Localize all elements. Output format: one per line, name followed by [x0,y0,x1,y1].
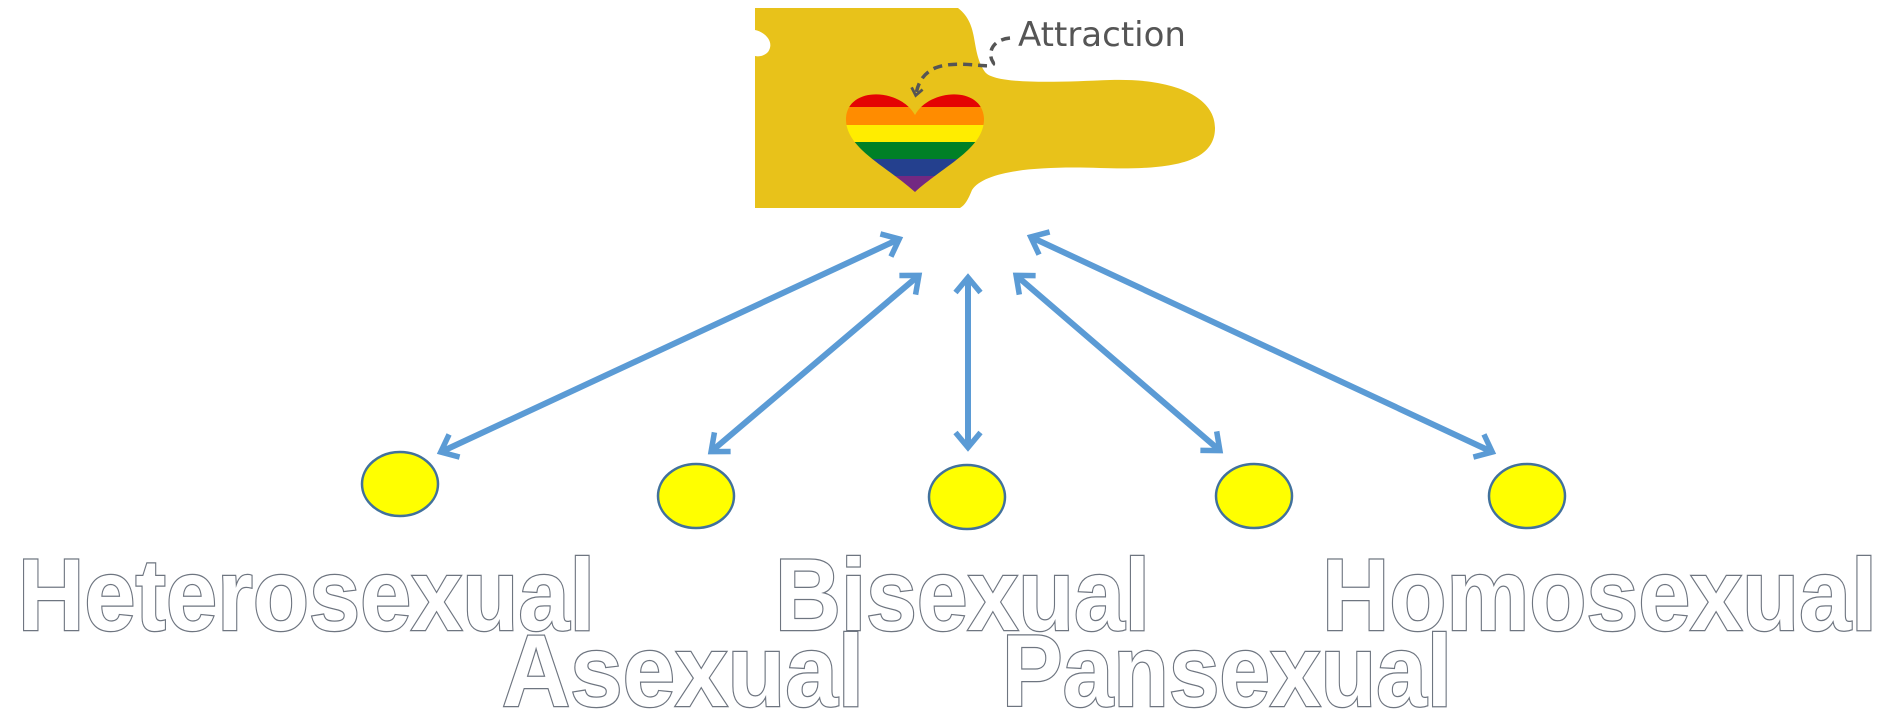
arrow-asexual [713,277,917,450]
attraction-label: Attraction [1018,15,1186,55]
dot-homosexual [1489,464,1565,528]
dots [362,452,1565,529]
arrow-heterosexual [443,240,897,451]
label-asexual: Asexual [502,614,864,716]
dot-pansexual [1216,464,1292,528]
arrow-homosexual [1033,238,1490,451]
dot-heterosexual [362,452,438,516]
label-pansexual: Pansexual [1002,614,1452,716]
arrows [443,238,1490,451]
dot-bisexual [929,465,1005,529]
dot-asexual [658,464,734,528]
arrow-pansexual [1018,277,1218,449]
